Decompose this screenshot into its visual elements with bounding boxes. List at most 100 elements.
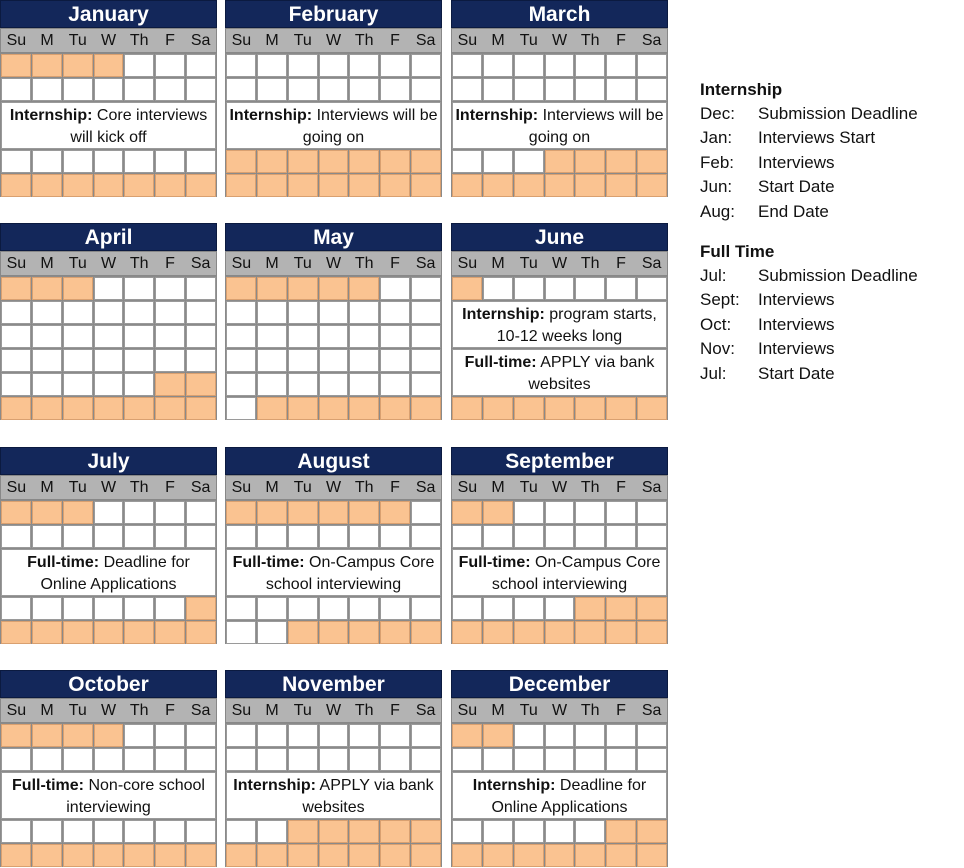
day-cell — [544, 748, 575, 771]
day-cell — [124, 724, 155, 747]
day-cell — [31, 820, 62, 843]
week-row — [225, 724, 442, 747]
day-cell — [256, 78, 287, 101]
day-cell — [226, 301, 256, 324]
day-cell-highlighted — [124, 397, 155, 420]
day-cell — [318, 373, 349, 396]
day-cell — [637, 525, 668, 548]
day-cell — [513, 277, 544, 300]
day-cell — [155, 54, 186, 77]
day-name: M — [40, 702, 54, 719]
day-name: Su — [6, 479, 27, 496]
day-name: Th — [129, 702, 149, 719]
day-cell — [124, 501, 155, 524]
note-text: On-Campus Core school interviewing — [491, 554, 661, 593]
week-row — [451, 78, 668, 101]
day-cell — [124, 54, 155, 77]
day-name: W — [325, 255, 342, 272]
day-name: Sa — [415, 702, 436, 719]
day-name: Su — [231, 479, 252, 496]
day-cell — [606, 78, 637, 101]
day-cell-highlighted — [155, 844, 186, 867]
legend-row: Sept:Interviews — [700, 288, 962, 312]
note-label: Internship: — [455, 107, 539, 124]
day-cell — [606, 54, 637, 77]
day-cell — [349, 54, 380, 77]
day-cell — [452, 748, 482, 771]
day-cell-highlighted — [124, 621, 155, 644]
week-row — [225, 150, 442, 173]
week-row — [225, 301, 442, 324]
day-name: Su — [6, 702, 27, 719]
day-name: Sa — [415, 255, 436, 272]
day-cell — [93, 150, 124, 173]
day-cell-highlighted — [606, 844, 637, 867]
day-cell — [226, 748, 256, 771]
day-cell — [256, 621, 287, 644]
day-cell — [62, 301, 93, 324]
month-title: November — [225, 670, 442, 698]
note-text: Deadline for Online Applications — [491, 777, 647, 816]
day-cell — [93, 525, 124, 548]
week-grid: Internship: Core interviews will kick of… — [0, 53, 217, 197]
day-cell — [124, 325, 155, 348]
month-title: October — [0, 670, 217, 698]
day-cell — [155, 525, 186, 548]
day-cell — [93, 820, 124, 843]
day-cell — [31, 150, 62, 173]
day-cell-highlighted — [318, 397, 349, 420]
note-text: Deadline for Online Applications — [40, 554, 190, 593]
day-name: F — [616, 32, 626, 49]
week-grid — [0, 276, 217, 420]
month-note: Full-time: APPLY via bank websites — [452, 349, 667, 396]
day-name: Tu — [293, 479, 312, 496]
month-title: April — [0, 223, 217, 251]
day-cell-highlighted — [62, 724, 93, 747]
day-cell-highlighted — [575, 150, 606, 173]
week-row — [0, 301, 217, 324]
day-cell — [380, 748, 411, 771]
note-label: Internship: — [472, 777, 556, 794]
day-name: W — [325, 479, 342, 496]
day-cell — [93, 597, 124, 620]
day-cell — [31, 597, 62, 620]
day-cell-highlighted — [349, 844, 380, 867]
day-cell — [124, 301, 155, 324]
day-cell-highlighted — [318, 277, 349, 300]
day-cell — [186, 820, 217, 843]
week-row — [225, 525, 442, 548]
day-name: Su — [231, 32, 252, 49]
day-cell — [380, 54, 411, 77]
day-name: Tu — [519, 479, 538, 496]
day-cell-highlighted — [62, 621, 93, 644]
legend-full-time: Full Time Jul:Submission Deadline Sept:I… — [700, 240, 962, 386]
month-title: December — [451, 670, 668, 698]
week-row — [451, 621, 668, 644]
day-cell-highlighted — [544, 621, 575, 644]
week-row — [0, 325, 217, 348]
day-name: Su — [6, 32, 27, 49]
day-cell — [380, 277, 411, 300]
legend-event: Submission Deadline — [758, 265, 918, 285]
day-cell — [186, 150, 217, 173]
day-cell — [62, 597, 93, 620]
week-row — [225, 54, 442, 77]
day-cell — [31, 301, 62, 324]
legend-month: Jul: — [700, 265, 727, 285]
day-name: W — [325, 32, 342, 49]
day-cell-highlighted — [287, 844, 318, 867]
day-cell — [513, 748, 544, 771]
day-name: F — [390, 32, 400, 49]
week-row — [0, 844, 217, 867]
day-cell — [1, 748, 31, 771]
legend-event: Start Date — [758, 363, 835, 383]
day-name: W — [551, 702, 568, 719]
day-cell-highlighted — [1, 844, 31, 867]
day-name: F — [165, 702, 175, 719]
day-cell — [31, 349, 62, 372]
day-cell-highlighted — [256, 174, 287, 197]
day-name: Tu — [293, 702, 312, 719]
